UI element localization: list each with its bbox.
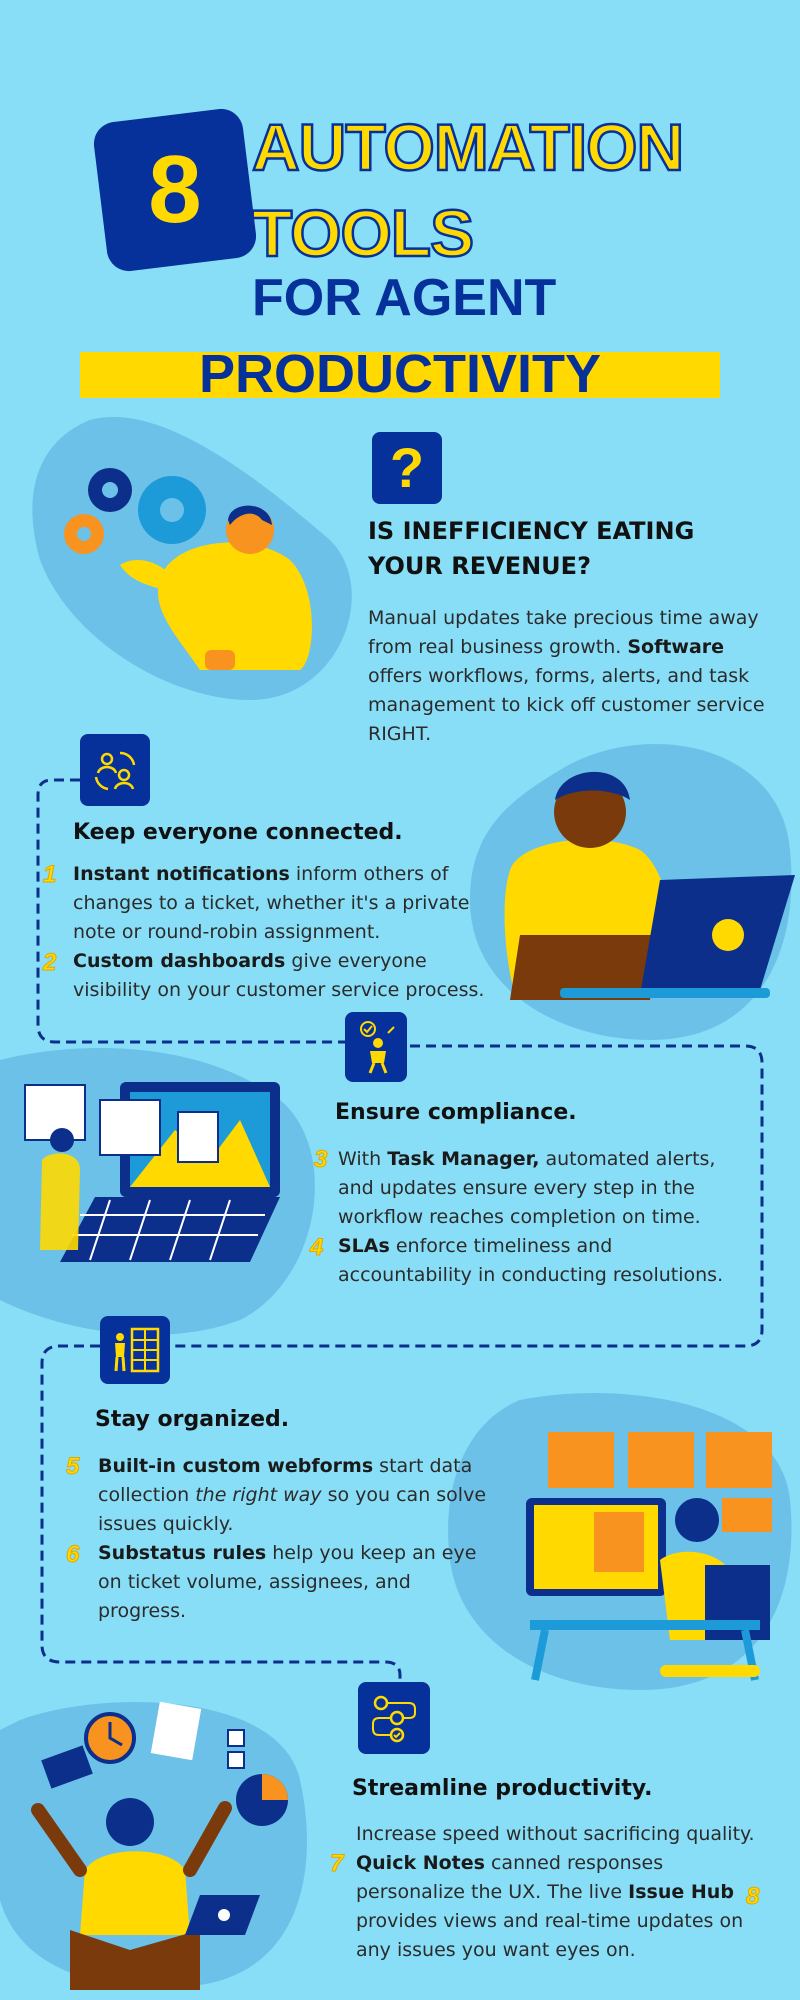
title-line-3: FOR AGENT [252,269,557,327]
monitor-workstation-illustration [526,1432,772,1681]
item-number-6: 6 [65,1541,80,1569]
organized-list: 5 Built-in custom webforms start data co… [65,1452,498,1626]
item-number-8: 8 [745,1883,760,1911]
person-laptop-illustration [504,771,795,1000]
settings-flow-icon [358,1682,430,1754]
title-line-2: TOOLS [251,196,476,270]
laptop-dashboard-illustration [24,1082,280,1262]
list-item: Custom dashboards give everyone visibili… [73,950,485,1001]
list-item: Increase speed without sacrificing quali… [356,1823,755,1961]
connected-heading: Keep everyone connected. [73,820,403,845]
item-number-1: 1 [42,861,57,889]
gears-icon [64,468,206,554]
streamline-heading: Streamline productivity. [352,1776,653,1801]
connected-list: 1 Instant notifications inform others of… [42,860,493,1005]
compliance-figure-icon [345,1012,407,1082]
item-number-5: 5 [65,1453,80,1481]
compliance-list: 3 With Task Manager, automated alerts, a… [309,1145,748,1290]
juggler-illustration [31,1701,288,1990]
item-number-4: 4 [309,1234,324,1262]
title-number: 8 [148,136,202,243]
title-line-1: AUTOMATION [251,110,686,184]
shelves-icon [100,1316,170,1384]
item-number-7: 7 [329,1850,344,1878]
question-icon: ? [372,432,442,504]
organized-heading: Stay organized. [95,1407,290,1432]
intro-heading: IS INEFFICIENCY EATING YOUR REVENUE? [368,517,695,580]
compliance-heading: Ensure compliance. [335,1100,577,1125]
item-number-3: 3 [313,1146,328,1174]
people-sync-icon [80,734,150,806]
person-gesturing-illustration [120,505,312,670]
list-item: Substatus rules help you keep an eye on … [98,1542,477,1622]
item-number-2: 2 [42,949,57,977]
list-item: Built-in custom webforms start data coll… [98,1455,487,1535]
intro-body: Manual updates take precious time away f… [368,607,765,745]
list-item: Instant notifications inform others of c… [73,863,470,943]
title-line-4: PRODUCTIVITY [198,344,602,404]
streamline-body: 7 8 Increase speed without sacrificing q… [329,1820,760,1965]
list-item: SLAs enforce timeliness and accountabili… [338,1235,724,1286]
list-item: With Task Manager, automated alerts, and… [338,1148,716,1228]
title-highlight-bar [80,352,720,398]
